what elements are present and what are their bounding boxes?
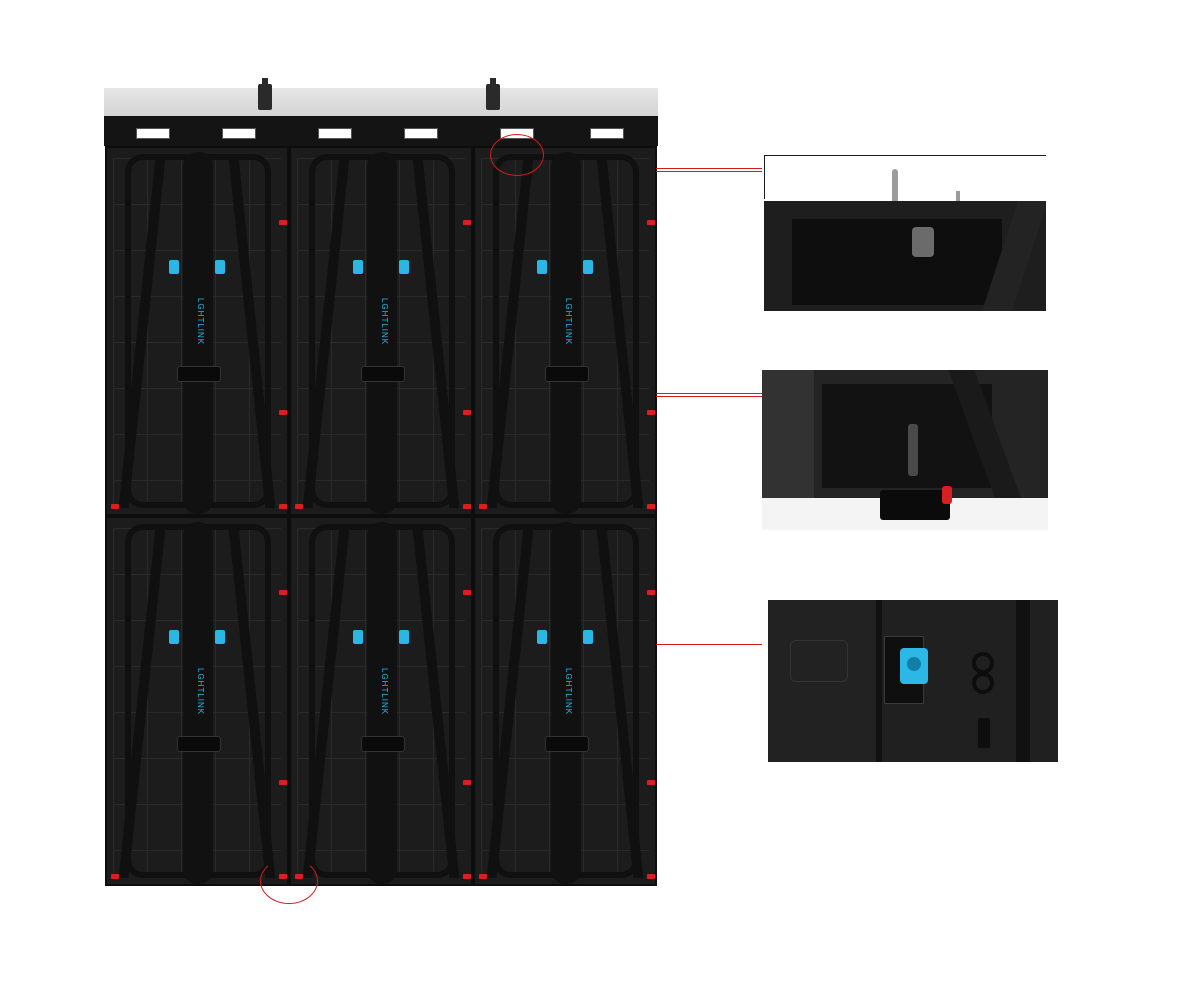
red-latch [279, 410, 287, 415]
leader-line-1 [656, 171, 762, 172]
data-port [537, 630, 547, 644]
cab-spine [183, 522, 213, 884]
data-port [353, 630, 363, 644]
cabinet-handle [177, 366, 221, 382]
detail-photo-top-pin [764, 155, 1046, 311]
callout-circle-bottom [260, 858, 318, 904]
cabinet-handle [545, 736, 589, 752]
red-latch [647, 780, 655, 785]
brand-logo: LGHTLINK [196, 298, 205, 346]
red-latch [463, 504, 471, 509]
small-pin [956, 191, 960, 207]
led-wall-back-view: LGHTLINK LGHTLINK LGHTLINK LGHTLINK LGHTLINK… [104, 78, 658, 904]
beam-slot [222, 128, 256, 139]
red-latch [647, 410, 655, 415]
beam-slot [404, 128, 438, 139]
red-latch [647, 874, 655, 879]
cabinet-handle [361, 366, 405, 382]
red-latch [295, 504, 303, 509]
cab-spine [367, 152, 397, 514]
callout-circle-top [490, 134, 544, 176]
cab-spine [551, 522, 581, 884]
brand-logo: LGHTLINK [564, 668, 573, 716]
red-latch [463, 410, 471, 415]
brand-logo: LGHTLINK [380, 298, 389, 346]
data-port [399, 260, 409, 274]
data-port [353, 260, 363, 274]
red-latch [463, 874, 471, 879]
red-latch [279, 504, 287, 509]
red-latch [111, 504, 119, 509]
brand-logo: LGHTLINK [564, 298, 573, 346]
detail-photo-power-connector [768, 600, 1058, 762]
led-cabinet: LGHTLINK [289, 146, 473, 516]
cab-spine [551, 152, 581, 514]
red-latch [479, 874, 487, 879]
hanging-hook [486, 78, 500, 110]
red-latch [463, 590, 471, 595]
beam-slot [318, 128, 352, 139]
flying-beam [104, 116, 658, 146]
rigging-ring [972, 652, 994, 674]
cabinet-handle [361, 736, 405, 752]
data-port [583, 260, 593, 274]
cabinet-handle [177, 736, 221, 752]
red-latch [279, 780, 287, 785]
rigging-header-bar [104, 88, 658, 116]
red-latch [647, 220, 655, 225]
led-cabinet: LGHTLINK [105, 146, 289, 516]
beam-slot [590, 128, 624, 139]
cab-spine [183, 152, 213, 514]
hanging-hook [258, 78, 272, 110]
red-latch [463, 220, 471, 225]
red-latch [647, 590, 655, 595]
brand-logo: LGHTLINK [196, 668, 205, 716]
data-port [215, 260, 225, 274]
pin-bolt [912, 227, 934, 257]
leader-line-1b [656, 168, 762, 169]
red-latch [463, 780, 471, 785]
red-latch [647, 504, 655, 509]
led-cabinet: LGHTLINK [473, 516, 657, 886]
brand-logo: LGHTLINK [380, 668, 389, 716]
data-port [215, 630, 225, 644]
detail-photo-side-lock [762, 370, 1048, 530]
lock-plate [880, 490, 950, 520]
beam-slot [136, 128, 170, 139]
red-latch [279, 590, 287, 595]
cab-spine [367, 522, 397, 884]
cabinet-handle [545, 366, 589, 382]
lock-clip [908, 424, 918, 476]
locking-pin [892, 169, 898, 205]
led-cabinet: LGHTLINK [473, 146, 657, 516]
data-port [399, 630, 409, 644]
red-latch [111, 874, 119, 879]
led-cabinet: LGHTLINK [105, 516, 289, 886]
rigging-hook [978, 718, 990, 748]
led-cabinet: LGHTLINK [289, 516, 473, 886]
leader-line-2b [656, 393, 762, 394]
data-port [537, 260, 547, 274]
leader-line-2 [656, 396, 762, 397]
leader-line-3 [656, 644, 762, 645]
red-latch [279, 220, 287, 225]
red-latch [479, 504, 487, 509]
data-port [169, 630, 179, 644]
data-port [169, 260, 179, 274]
rigging-ring [972, 672, 994, 694]
red-lock-lever [942, 486, 952, 504]
data-port [583, 630, 593, 644]
